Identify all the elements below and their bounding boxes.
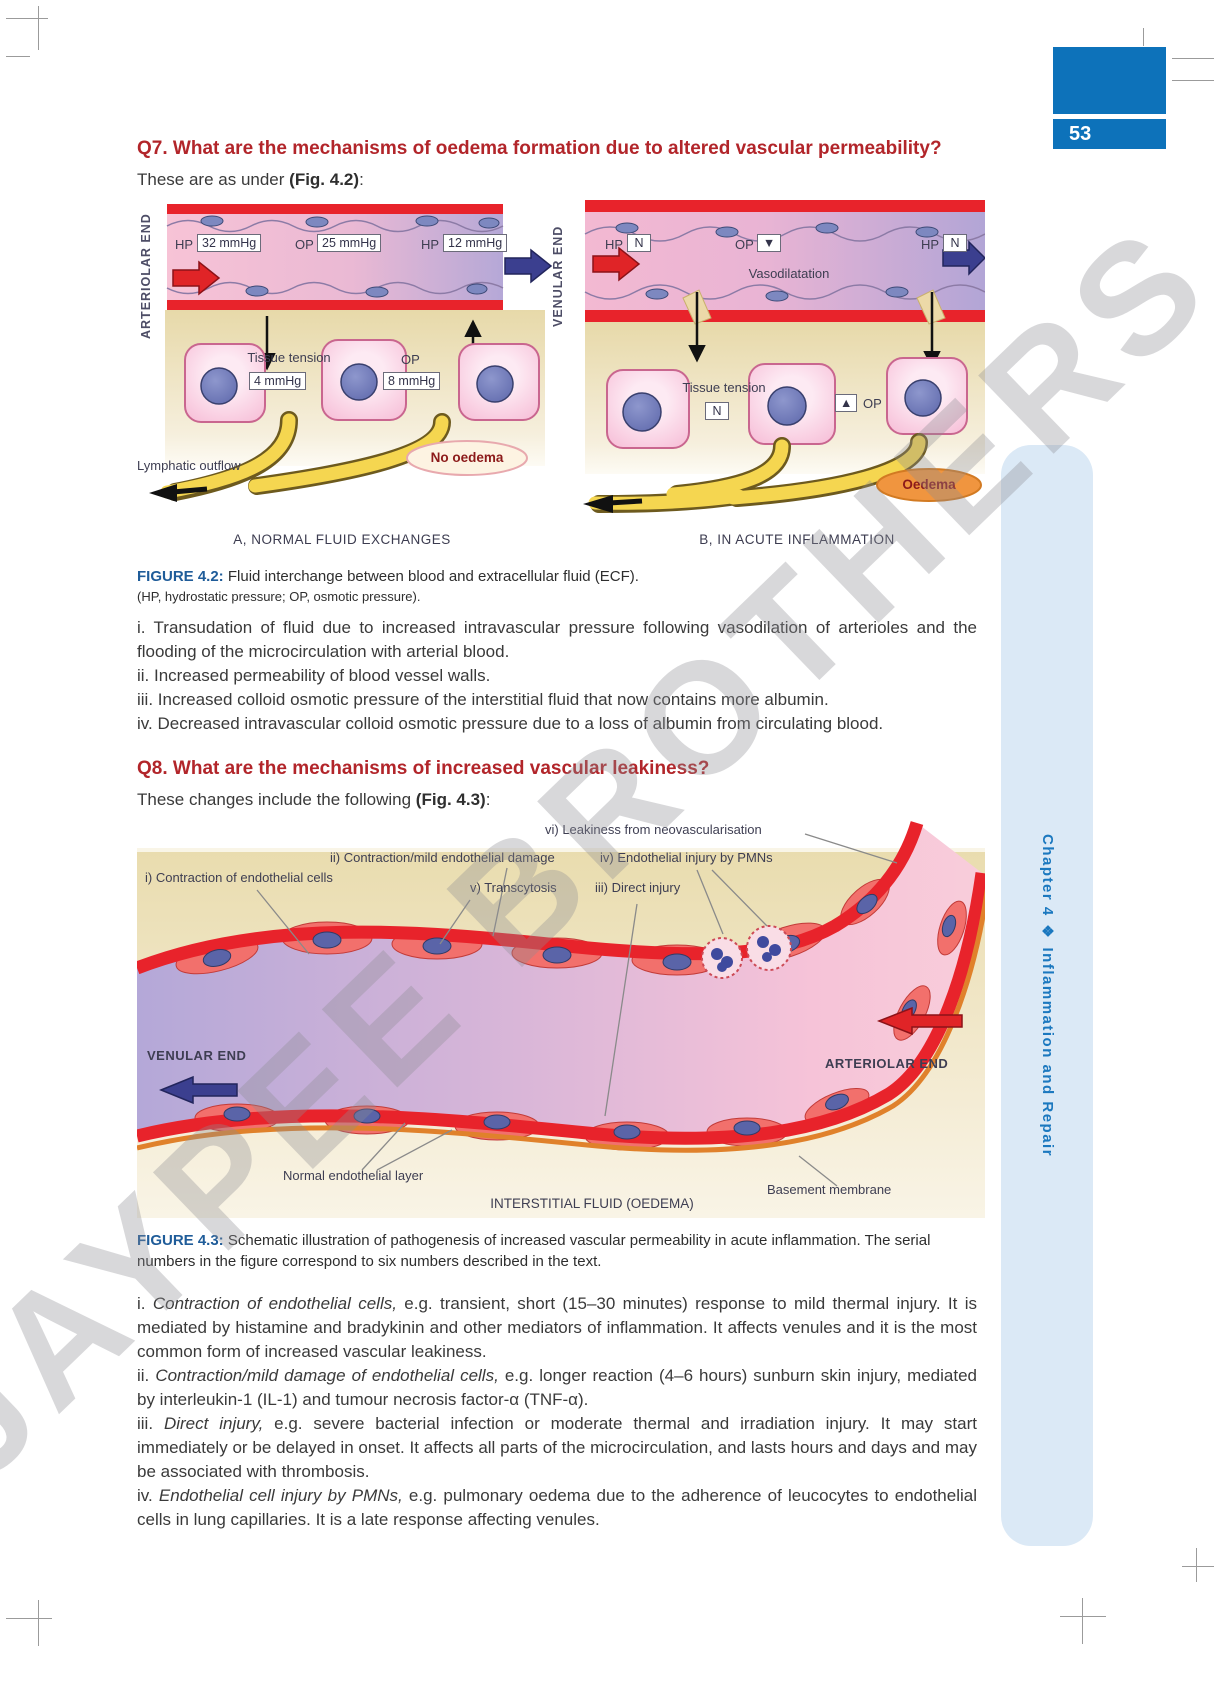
point-number: iv.: [137, 1486, 159, 1505]
crop-mark: [1182, 1566, 1214, 1567]
crop-mark: [1196, 1548, 1197, 1582]
point-text: e.g. longer reaction (4–6 hours) sunburn…: [137, 1366, 978, 1409]
page-number: 53: [1053, 119, 1166, 149]
crop-mark: [1082, 1598, 1083, 1644]
venular-end-label: VENULAR END: [147, 1048, 247, 1063]
op-label: OP: [863, 396, 882, 411]
figure-4-3: vi) Leakiness from neovascularisation ii…: [137, 818, 985, 1218]
fig43-label-i: i) Contraction of endothelial cells: [145, 870, 333, 885]
chapter-tab-label: Chapter 4 ❖ Inflammation and Repair: [1039, 833, 1056, 1158]
q7-points: i. Transudation of fluid due to increase…: [137, 616, 977, 736]
figure-4-2: ARTERIOLAR END VENULAR END HP 32 mmHg OP…: [137, 192, 985, 564]
tissue-tension-value-box: N: [705, 402, 729, 420]
hp-value-box: N: [943, 234, 967, 252]
q7-point-4: iv. Decreased intravascular colloid osmo…: [137, 714, 884, 733]
lymphatic-outflow-label: Lymphatic outflow: [137, 458, 241, 473]
q7-point-1: i. Transudation of fluid due to increase…: [137, 618, 977, 661]
crop-mark: [38, 6, 39, 50]
point-term: Contraction/mild damage of endothelial c…: [155, 1366, 499, 1385]
q8-heading: Q8. What are the mechanisms of increased…: [137, 758, 710, 779]
point-number: ii.: [137, 1366, 156, 1385]
figure-4-3-drawing: [137, 818, 985, 1218]
fig43-label-vi: vi) Leakiness from neovascularisation: [545, 822, 762, 837]
figure-4-3-caption-text: Schematic illustration of pathogenesis o…: [137, 1232, 931, 1270]
q8-point-2: ii. Contraction/mild damage of endotheli…: [137, 1364, 977, 1412]
crop-mark: [6, 56, 30, 57]
oedema-status: Oedema: [902, 477, 956, 492]
point-term: Endothelial cell injury by PMNs,: [158, 1486, 403, 1505]
hp-label: HP: [921, 237, 940, 252]
arteriolar-end-label: ARTERIOLAR END: [825, 1056, 949, 1071]
figure-4-2-caption-sub: (HP, hydrostatic pressure; OP, osmotic p…: [137, 589, 421, 604]
point-text: e.g. pulmonary oedema due to the adheren…: [137, 1486, 978, 1529]
q7-intro-pre: These are as under: [137, 170, 290, 189]
q8-intro-figref: (Fig. 4.3): [415, 790, 486, 809]
fig43-label-ii: ii) Contraction/mild endothelial damage: [330, 850, 555, 865]
point-number: iii.: [137, 1414, 164, 1433]
q8-point-4: iv. Endothelial cell injury by PMNs, e.g…: [137, 1484, 977, 1532]
hp-label: HP: [605, 237, 624, 252]
op-decrease-box: ▼: [757, 234, 781, 252]
q7-intro-figref: (Fig. 4.2): [289, 170, 360, 189]
crop-mark: [1143, 28, 1144, 46]
fig43-label-iii: iii) Direct injury: [595, 880, 681, 895]
panel-a-caption: A, NORMAL FLUID EXCHANGES: [233, 532, 451, 547]
figure-4-2-caption: FIGURE 4.2: Fluid interchange between bl…: [137, 566, 977, 587]
interstitial-fluid-label: INTERSTITIAL FLUID (OEDEMA): [490, 1196, 694, 1211]
figure-4-3-caption-label: FIGURE 4.3:: [137, 1232, 224, 1249]
basement-membrane-label: Basement membrane: [767, 1182, 892, 1197]
op-value-box: 25 mmHg: [317, 234, 382, 252]
crop-mark: [1172, 58, 1214, 59]
crop-mark: [6, 18, 48, 19]
crop-mark: [1172, 80, 1214, 81]
hp-value-box: N: [627, 234, 651, 252]
tissue-tension-label: Tissue tension: [682, 380, 766, 395]
figure-4-2-caption-text: Fluid interchange between blood and extr…: [223, 568, 639, 585]
no-oedema-status: No oedema: [430, 450, 504, 465]
q7-point-2: ii. Increased permeability of blood vess…: [137, 666, 491, 685]
q8-intro-post: :: [485, 790, 491, 809]
fig43-label-v: v) Transcytosis: [470, 880, 557, 895]
point-text: e.g. severe bacterial infection or moder…: [137, 1414, 977, 1481]
q7-point-3: iii. Increased colloid osmotic pressure …: [137, 690, 829, 709]
normal-endothelial-layer-label: Normal endothelial layer: [283, 1168, 424, 1183]
op-label: OP: [401, 352, 420, 367]
crop-mark: [6, 1618, 52, 1619]
point-number: i.: [137, 1294, 153, 1313]
figure-4-2-drawing: [149, 200, 985, 513]
point-term: Direct injury,: [163, 1414, 264, 1433]
q8-point-1: i. Contraction of endothelial cells, e.g…: [137, 1292, 977, 1364]
q8-points: i. Contraction of endothelial cells, e.g…: [137, 1292, 977, 1532]
op-label: OP: [735, 237, 754, 252]
panel-b-caption: B, IN ACUTE INFLAMMATION: [699, 532, 895, 547]
point-text: e.g. transient, short (15–30 minutes) re…: [137, 1294, 977, 1361]
crop-mark: [1060, 1616, 1106, 1617]
tissue-tension-value-box: 4 mmHg: [249, 372, 307, 390]
point-term: Contraction of endothelial cells,: [152, 1294, 397, 1313]
q8-point-3: iii. Direct injury, e.g. severe bacteria…: [137, 1412, 977, 1484]
op-label: OP: [295, 237, 314, 252]
tissue-tension-label: Tissue tension: [247, 350, 331, 365]
op-value-box: 8 mmHg: [383, 372, 441, 390]
arteriolar-end-label: ARTERIOLAR END: [139, 213, 153, 339]
figure-4-3-caption: FIGURE 4.3: Schematic illustration of pa…: [137, 1230, 977, 1272]
venular-end-label: VENULAR END: [551, 225, 565, 327]
hp-value-box: 12 mmHg: [443, 234, 508, 252]
figure-4-2-caption-label: FIGURE 4.2:: [137, 568, 224, 585]
hp-label: HP: [421, 237, 440, 252]
hp-label: HP: [175, 237, 194, 252]
op-increase-box: ▲: [835, 394, 858, 412]
q8-intro-pre: These changes include the following: [137, 790, 416, 809]
crop-mark: [38, 1600, 39, 1646]
page-corner-block: [1053, 47, 1166, 114]
q7-heading: Q7. What are the mechanisms of oedema fo…: [137, 138, 942, 159]
hp-value-box: 32 mmHg: [197, 234, 262, 252]
vasodilatation-label: Vasodilatation: [748, 266, 830, 281]
q7-intro: These are as under (Fig. 4.2):: [137, 170, 982, 190]
chapter-tab: Chapter 4 ❖ Inflammation and Repair: [1001, 445, 1093, 1546]
fig43-label-iv: iv) Endothelial injury by PMNs: [600, 850, 773, 865]
q8-intro: These changes include the following (Fig…: [137, 790, 982, 810]
q7-intro-post: :: [359, 170, 364, 189]
